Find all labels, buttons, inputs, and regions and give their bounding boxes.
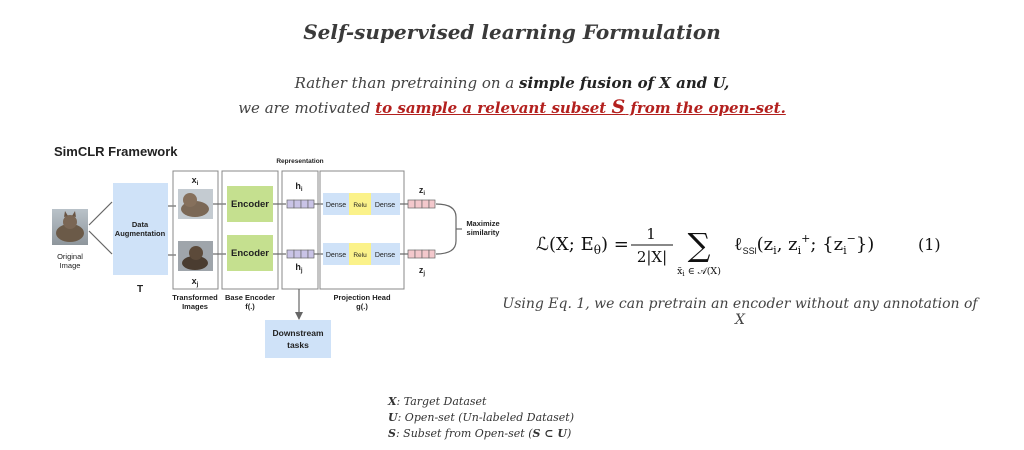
projection-label-2: g(.)	[356, 302, 368, 311]
subtitle-highlight-b: from the open-set.	[625, 99, 786, 117]
arrow-orig-up	[88, 201, 113, 226]
legend-item-x: X: Target Dataset	[388, 395, 487, 408]
transformed-image-j	[178, 241, 213, 271]
notation-legend: X: Target Dataset U: Open-set (Un-labele…	[388, 394, 574, 442]
original-image	[52, 209, 88, 245]
loss-equation: ℒ(X; Eθ) = 1 2|X| ∑ x̃i ∈ 𝒜(X) ℓSSl(zi, …	[536, 225, 941, 278]
downstream-label-2: tasks	[287, 340, 309, 350]
hj-vector	[286, 249, 315, 259]
arrow-orig-down	[88, 230, 113, 255]
similarity-bracket	[435, 203, 457, 255]
subtitle-highlight-S: S	[611, 96, 626, 118]
hi-label: hi	[295, 181, 303, 193]
eq-numerator: 1	[646, 225, 656, 243]
legend-item-u: U: Open-set (Un-labeled Dataset)	[388, 411, 575, 424]
simclr-diagram: Original Image Data Augmentation T xi xj…	[52, 158, 501, 358]
eq-loss: ℓSSl(zi, zi+; {zi−})	[734, 232, 874, 257]
original-label-2: Image	[60, 261, 81, 270]
relu-label-j: Relu	[353, 252, 367, 259]
hj-label: hj	[295, 262, 303, 274]
subtitle-bold: simple fusion of X and U,	[519, 74, 730, 92]
projection-panel	[319, 170, 405, 290]
dense-label-i1: Dense	[326, 202, 346, 209]
base-encoder-label-1: Base Encoder	[225, 293, 275, 302]
projection-row-i: Dense Relu Dense	[323, 193, 400, 215]
transformed-label-1: Transformed	[172, 293, 218, 302]
subtitle-highlight: to sample a relevant subset S from the o…	[375, 96, 786, 118]
legend-item-s: S: Subset from Open-set (S ⊂ U)	[388, 427, 572, 440]
eq-denominator: 2|X|	[637, 248, 667, 266]
dense-label-i2: Dense	[375, 202, 395, 209]
encoder-label-j: Encoder	[231, 248, 269, 259]
augmentation-label-2: Augmentation	[115, 229, 166, 238]
transformed-label-2: Images	[182, 302, 208, 311]
dense-label-j2: Dense	[375, 252, 395, 259]
zi-label: zi	[419, 185, 426, 197]
subtitle-highlight-a: to sample a relevant subset	[375, 99, 612, 117]
maximize-label-1: Maximize	[466, 219, 499, 228]
downstream-label-1: Downstream	[272, 328, 323, 338]
subtitle-line-1-text: Rather than pretraining on a	[294, 74, 519, 92]
augmentation-box	[113, 183, 168, 275]
representation-label: Representation	[276, 158, 323, 165]
base-encoder-label-2: f(.)	[245, 302, 255, 311]
xi-label: xi	[192, 175, 199, 187]
zj-label: zj	[419, 265, 426, 277]
downstream-box	[265, 320, 331, 358]
transformed-image-i	[178, 189, 213, 219]
encoder-box-i	[227, 186, 273, 222]
subtitle-line-2: we are motivated to sample a relevant su…	[0, 96, 1024, 118]
subtitle-line-1: Rather than pretraining on a simple fusi…	[0, 74, 1024, 92]
original-label-1: Original	[57, 252, 83, 261]
encoder-label-i: Encoder	[231, 199, 269, 210]
zj-vector	[407, 249, 436, 259]
equation-caption: Using Eq. 1, we can pretrain an encoder …	[502, 296, 978, 328]
xj-label: xj	[192, 276, 199, 288]
projection-label-1: Projection Head	[333, 293, 391, 302]
eq-sum: ∑	[688, 226, 711, 264]
augmentation-label-1: Data	[132, 220, 149, 229]
relu-label-i: Relu	[353, 202, 367, 209]
zi-vector	[407, 199, 436, 209]
augmentation-T: T	[137, 284, 143, 295]
page-title: Self-supervised learning Formulation	[303, 20, 721, 44]
dense-label-j1: Dense	[326, 252, 346, 259]
projection-row-j: Dense Relu Dense	[323, 243, 400, 265]
representation-panel	[281, 170, 319, 290]
base-encoder-panel	[221, 170, 279, 290]
framework-title: SimCLR Framework	[54, 144, 178, 159]
encoder-box-j	[227, 235, 273, 271]
transformed-panel	[172, 170, 219, 290]
subtitle-line-2-text: we are motivated	[238, 99, 376, 117]
maximize-label-2: similarity	[467, 228, 501, 237]
eq-sum-sub: x̃i ∈ 𝒜(X)	[677, 266, 721, 278]
hi-vector	[286, 199, 315, 209]
eq-number: (1)	[918, 235, 941, 254]
eq-lhs: ℒ(X; Eθ) =	[536, 234, 629, 257]
